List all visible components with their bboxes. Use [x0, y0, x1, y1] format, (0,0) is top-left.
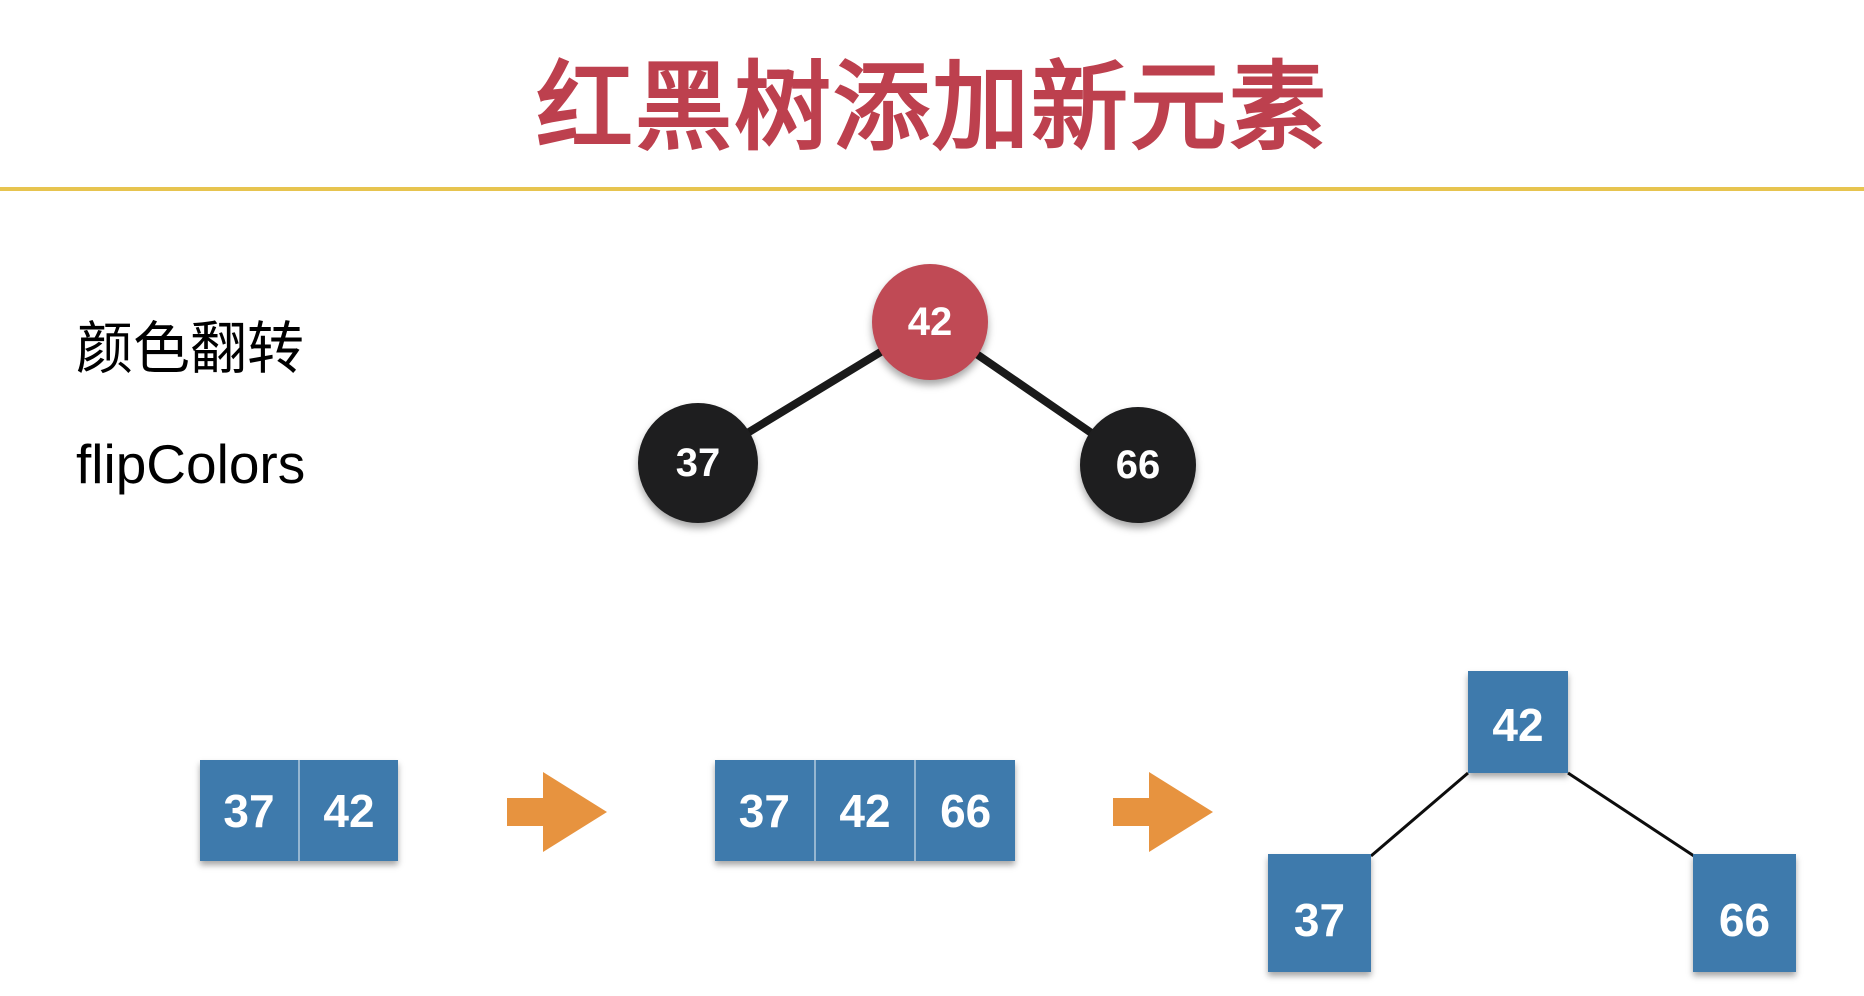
node-value: 37	[675, 440, 721, 485]
result-tree-node-42: 42	[1468, 671, 1568, 773]
array-cell: 37	[738, 784, 790, 837]
array-cell: 42	[813, 760, 915, 861]
array-after: 37 42 66	[715, 760, 1015, 861]
tree-node-black-66: 66	[1080, 407, 1196, 523]
node-value: 42	[1492, 699, 1544, 751]
label-flipcolors-en: flipColors	[76, 433, 306, 495]
array-cell: 42	[298, 760, 398, 861]
tree-node-black-37: 37	[638, 403, 758, 523]
node-value: 37	[1293, 894, 1346, 946]
array-before: 37 42	[200, 760, 398, 861]
right-arrow-icon	[507, 772, 607, 852]
result-tree-right-edge	[1567, 771, 1695, 858]
right-arrow-icon	[1113, 772, 1213, 852]
array-cell: 66	[914, 760, 1015, 861]
node-value: 66	[1115, 442, 1161, 487]
result-tree-left-edge	[1370, 771, 1469, 858]
result-tree-node-66: 66	[1693, 854, 1796, 972]
node-value: 42	[907, 299, 953, 344]
title-divider-line	[0, 187, 1864, 191]
array-cell: 37	[223, 784, 275, 837]
node-value: 66	[1718, 894, 1771, 946]
page-title: 红黑树添加新元素	[536, 53, 1328, 162]
label-color-flip-cn: 颜色翻转	[76, 317, 304, 381]
tree-node-red-42: 42	[872, 264, 988, 380]
result-tree-node-37: 37	[1268, 854, 1371, 972]
